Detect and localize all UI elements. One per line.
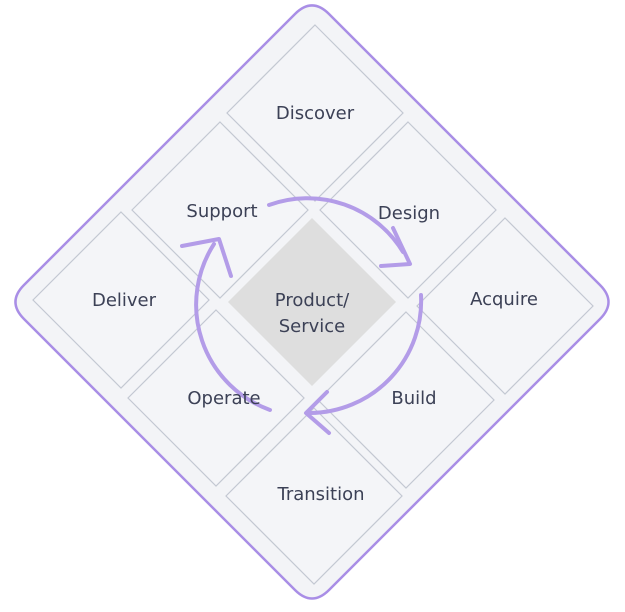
center-label: Product/ Service [275, 288, 349, 340]
tile-operate [127, 309, 305, 487]
cycle-arrows [180, 196, 424, 435]
label-build: Build [391, 388, 437, 409]
arrow-left-head [180, 237, 233, 278]
label-design: Design [377, 203, 441, 224]
tile-design [319, 121, 497, 299]
arrow-right-head [304, 390, 331, 435]
tile-build [317, 311, 495, 489]
tile-transition [225, 407, 403, 585]
arrow-top-head [379, 226, 412, 268]
center-label-line2: Service [278, 316, 346, 337]
arrow-top-arc [267, 196, 405, 254]
center-tile [228, 218, 396, 386]
tile-deliver [32, 211, 210, 389]
tiles [32, 24, 594, 585]
label-deliver: Deliver [91, 290, 157, 311]
tile-acquire [416, 217, 594, 395]
label-support: Support [186, 201, 258, 222]
label-discover: Discover [275, 103, 355, 124]
label-operate: Operate [187, 388, 261, 409]
tile-discover [226, 24, 404, 202]
arrow-left-arc [194, 242, 272, 412]
arrow-right-arc [308, 293, 424, 415]
label-transition: Transition [277, 484, 365, 505]
label-acquire: Acquire [470, 289, 538, 310]
center-label-line1: Product/ [274, 290, 350, 311]
tile-support [131, 121, 309, 299]
